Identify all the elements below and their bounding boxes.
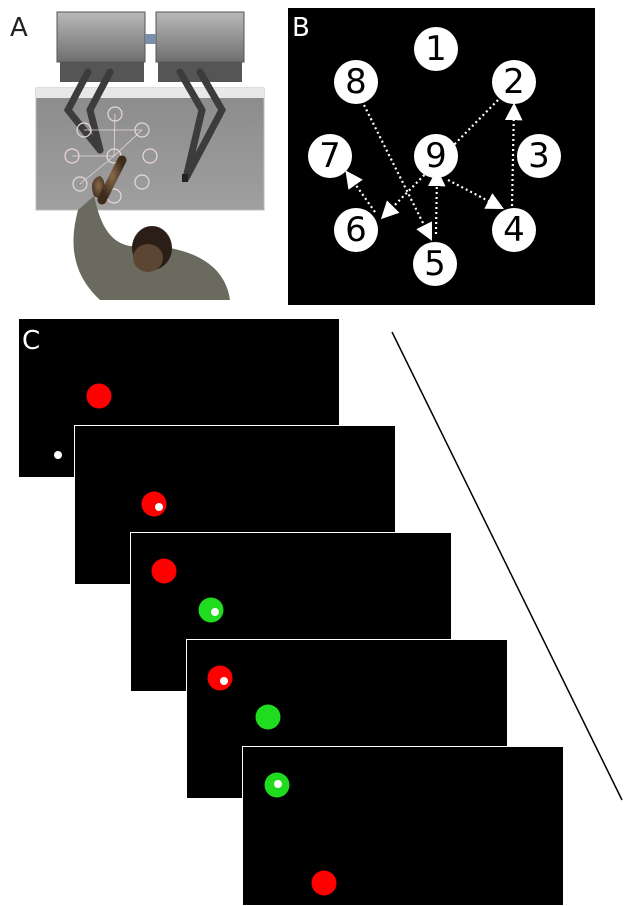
target-8: 8 [334,60,378,104]
red-target-dot [311,870,337,896]
target-5: 5 [413,242,457,286]
trial-screen-5 [242,746,564,906]
arrow-4-to-2 [504,102,523,207]
target-3: 3 [517,134,561,178]
panel-c-label: C [22,326,41,356]
target-sequence-panel: 1 2 3 4 5 6 7 8 9 [288,8,595,305]
red-target-dot [141,491,167,517]
arrow-9-to-4 [447,179,504,210]
cursor-dot [274,780,282,788]
target-9: 9 [414,134,458,178]
participant-figure [73,155,231,300]
cursor-dot [211,608,219,616]
panel-a-label: A [10,13,28,43]
cursor-dot [220,677,228,685]
arrow-5-to-9 [427,168,446,235]
cursor-dot [155,503,163,511]
arrow-6-to-7 [345,170,376,213]
target-7: 7 [308,134,352,178]
red-target-dot [86,383,112,409]
robot-arms [63,68,227,182]
target-6: 6 [334,208,378,252]
target-4: 4 [492,208,536,252]
target-1: 1 [414,27,458,71]
robot-setup-illustration [35,11,265,300]
red-target-dot [151,558,177,584]
target-2: 2 [492,60,536,104]
panel-b-label: B [292,13,310,43]
green-target-dot [255,704,281,730]
cursor-dot [54,451,62,459]
